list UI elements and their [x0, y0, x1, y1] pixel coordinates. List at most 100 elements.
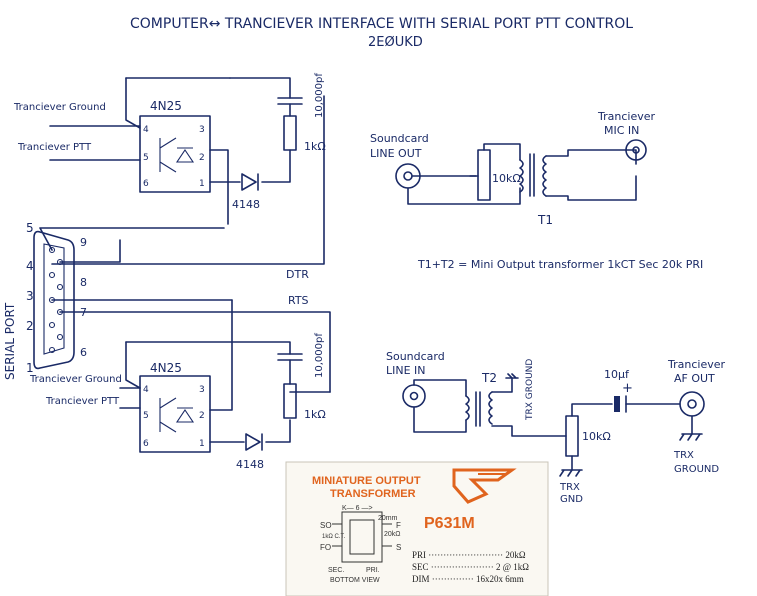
tx-pot — [477, 149, 491, 201]
rx-capacitor-label: 10μf — [604, 368, 630, 381]
svg-text:3: 3 — [199, 385, 205, 395]
card-so: SO — [320, 521, 332, 530]
top-ptt-label: Tranciever PTT — [17, 142, 92, 153]
rx-capacitor — [614, 395, 627, 413]
pin-label-9: 9 — [80, 236, 87, 249]
transformer-t1 — [519, 149, 637, 201]
t1-label: T1 — [537, 213, 553, 227]
wire-pin9 — [59, 239, 121, 263]
line-out-label-1: Soundcard — [370, 132, 429, 145]
bottom-chip-label: 4N25 — [150, 361, 182, 375]
pin-label-4: 4 — [26, 259, 34, 273]
rx-pot — [565, 415, 579, 457]
line-in-label-1: Soundcard — [386, 350, 445, 363]
transformer-t2 — [465, 377, 567, 437]
transformer-spec-card: MINIATURE OUTPUT TRANSFORMER K— 6 —> SO … — [285, 461, 549, 596]
card-sec: SEC. — [328, 567, 344, 574]
trx-gnd-label-2: GND — [560, 494, 583, 505]
t2-ground-symbol — [505, 373, 519, 379]
card-ct: 1kΩ C.T. — [322, 534, 345, 540]
bottom-resistor — [283, 383, 297, 419]
rx-pot-label: 10kΩ — [582, 430, 611, 443]
mic-in-label-2: MIC IN — [604, 124, 639, 137]
bottom-ptt-circuit: Tranciever Ground Tranciever PTT 4N25 4 … — [29, 299, 331, 471]
af-out-ground-label: TRX GROUND — [673, 450, 742, 461]
bottom-optocoupler — [139, 375, 211, 453]
top-resistor — [283, 115, 297, 151]
card-spec-dim: DIM ·············· 16x20x 6mm — [412, 574, 524, 584]
af-out-label-2: AF OUT — [674, 372, 715, 385]
rx-audio-circuit: Soundcard LINE IN Soundcard LINE IN T2 T… — [386, 350, 757, 505]
bottom-ground-label: Tranciever Ground — [29, 374, 122, 385]
mic-in-label: Tranciever MIC IN — [597, 110, 694, 123]
line-out-label-2: LINE OUT — [370, 147, 422, 160]
rx-capacitor-plus: + — [622, 381, 633, 396]
rts-label: RTS — [288, 294, 309, 307]
brand-logo — [452, 468, 517, 504]
card-f: F — [396, 521, 401, 530]
af-out-label: Tranciever AF OUT — [667, 358, 757, 371]
rx-gnd-symbol — [559, 469, 583, 477]
top-ptt-circuit: Tranciever Ground Tranciever PTT 4N25 4 … — [13, 73, 326, 225]
card-title-line1: MINIATURE OUTPUT — [312, 475, 421, 487]
card-transformer-drawing — [341, 511, 383, 563]
svg-text:1: 1 — [199, 179, 205, 189]
line-in-jack — [402, 384, 426, 408]
callsign: 2EØUKD — [368, 35, 423, 50]
pin-label-8: 8 — [80, 276, 87, 289]
af-out-ground-label-2: GROUND — [674, 464, 719, 475]
tx-pot-label: 10kΩ — [492, 172, 521, 185]
pin-label-6: 6 — [80, 346, 87, 359]
pin-label-3: 3 — [26, 289, 34, 303]
pin-label-1: 1 — [26, 361, 34, 375]
card-s: S — [396, 543, 401, 552]
trx-gnd-label-1: TRX — [559, 482, 580, 493]
top-diode-label: 4148 — [232, 198, 260, 211]
card-pri: PRI. — [366, 567, 380, 574]
card-part-number: P631M — [424, 515, 475, 532]
card-20mm: 20mm — [378, 515, 398, 522]
svg-text:5: 5 — [143, 153, 149, 163]
svg-text:4: 4 — [143, 125, 149, 135]
svg-text:6: 6 — [143, 439, 149, 449]
top-capacitor-label: 10,000pf — [314, 73, 325, 118]
pin-dot — [56, 333, 64, 341]
mic-in-label-1: Tranciever — [597, 110, 655, 123]
wire-pin5-ground — [39, 227, 225, 251]
pin-dot — [48, 321, 56, 329]
wire-dtr — [51, 95, 325, 265]
af-out-ground-symbol — [679, 433, 703, 441]
mic-in-jack — [625, 139, 647, 161]
af-out-ground-label-1: TRX — [673, 450, 694, 461]
top-resistor-label: 1kΩ — [304, 140, 326, 153]
top-ground-label: Tranciever Ground — [13, 102, 106, 113]
t2-label: T2 — [481, 371, 497, 385]
card-20k: 20kΩ — [384, 531, 401, 538]
pin-label-2: 2 — [26, 319, 34, 333]
card-bottom-view: BOTTOM VIEW — [330, 577, 380, 584]
svg-text:3: 3 — [199, 125, 205, 135]
transformer-note: T1+T2 = Mini Output transformer 1kCT Sec… — [417, 258, 703, 271]
af-out-jack — [679, 391, 705, 417]
card-spec-sec: SEC ····················· 2 @ 1kΩ — [412, 562, 529, 572]
af-out-label-1: Tranciever — [667, 358, 725, 371]
svg-text:2: 2 — [199, 153, 205, 163]
bottom-capacitor-label: 10,000pf — [314, 333, 325, 378]
svg-text:1: 1 — [199, 439, 205, 449]
svg-text:2: 2 — [199, 411, 205, 421]
card-fo: FO — [320, 543, 331, 552]
pin-dot — [48, 271, 56, 279]
top-capacitor — [277, 97, 303, 105]
t2-ground-label: TRX GROUND — [525, 359, 535, 421]
trx-gnd-label: TRX GND — [559, 482, 606, 493]
pin-dot — [48, 246, 56, 254]
svg-text:5: 5 — [143, 411, 149, 421]
svg-text:6: 6 — [143, 179, 149, 189]
bottom-capacitor — [277, 353, 303, 361]
dtr-label: DTR — [286, 268, 309, 281]
bottom-diode — [245, 433, 263, 451]
line-in-label-2: LINE IN — [386, 364, 426, 377]
card-dim-marker: K— 6 —> — [342, 505, 373, 512]
card-spec-pri: PRI ························· 20kΩ — [412, 550, 526, 560]
